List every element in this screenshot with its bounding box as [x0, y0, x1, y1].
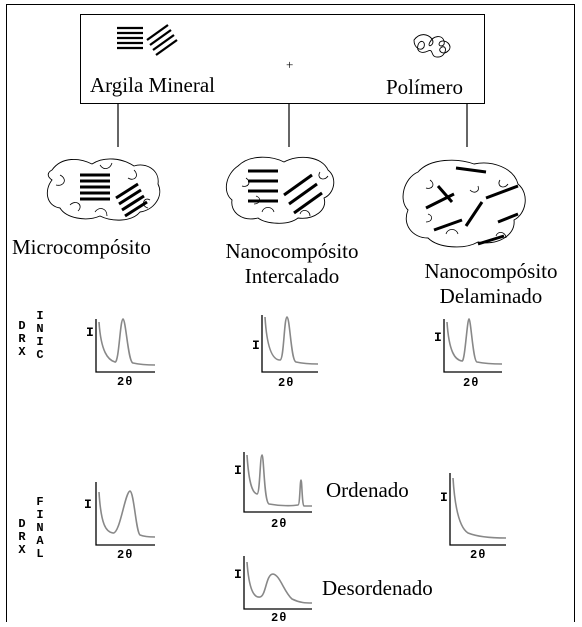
disordered-label: Desordenado	[322, 576, 433, 600]
intercalated-label-1: Nanocompósito	[225, 239, 359, 263]
axis-y-label: I	[440, 490, 448, 505]
axis-y-label: I	[86, 325, 94, 340]
axis-y-label: I	[234, 463, 242, 478]
drx-curves	[98, 316, 507, 604]
polymer-coil-icon	[413, 34, 451, 58]
axis-x-label: 2θ	[271, 517, 288, 531]
axis-x-label: 2θ	[117, 375, 134, 389]
delaminated-icon	[402, 159, 526, 248]
intercalated-icon	[225, 156, 335, 224]
axis-y-label: I	[84, 497, 92, 512]
inputs-box	[80, 14, 485, 104]
plus-sign: +	[286, 57, 294, 72]
axis-x-label: 2θ	[117, 548, 134, 562]
microcomposite-icon	[46, 158, 161, 221]
delaminated-label-2: Delaminado	[439, 284, 543, 308]
axis-y-label: I	[252, 338, 260, 353]
axis-x-label: 2θ	[470, 548, 487, 562]
clay-stack-icon	[117, 26, 143, 50]
axis-y-label: I	[434, 330, 442, 345]
polymer-label: Polímero	[386, 75, 463, 99]
axis-x-label: 2θ	[271, 611, 288, 625]
axis-y-label: I	[234, 567, 242, 582]
clay-tilted-icon	[146, 24, 178, 56]
ordered-label: Ordenado	[326, 478, 409, 502]
microcomposite-label: Microcompósito	[12, 235, 151, 259]
graph-axes	[95, 315, 506, 610]
outer-frame	[6, 4, 575, 622]
delaminated-label-1: Nanocompósito	[424, 259, 558, 283]
arrows	[117, 104, 468, 147]
axis-x-label: 2θ	[278, 376, 295, 390]
clay-label: Argila Mineral	[90, 73, 215, 97]
intercalated-label-2: Intercalado	[244, 264, 340, 288]
axis-x-label: 2θ	[463, 376, 480, 390]
